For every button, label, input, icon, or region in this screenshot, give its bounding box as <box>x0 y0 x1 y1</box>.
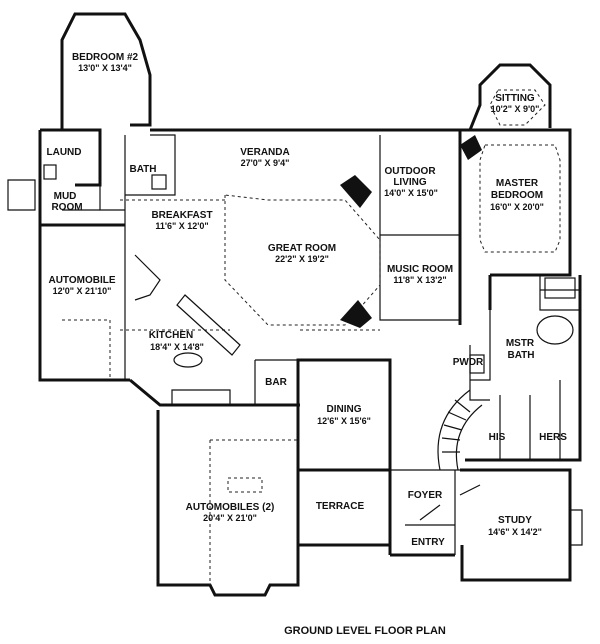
room-hers-name: HERS <box>539 432 567 443</box>
dashed-outlines <box>62 89 561 585</box>
room-master-bedroom-dim: 16'0" X 20'0" <box>490 202 544 212</box>
room-dining-dim: 12'6" X 15'6" <box>317 416 371 426</box>
room-bedroom2-dim: 13'0" X 13'4" <box>78 63 132 73</box>
room-automobiles2-dim: 20'4" X 21'0" <box>203 513 257 523</box>
room-mudroom-line2: ROOM <box>51 202 82 213</box>
fixtures <box>43 135 576 521</box>
room-outdoor-living-line2: LIVING <box>393 177 427 188</box>
room-labels: BEDROOM #2 13'0" X 13'4" SITTING 10'2" X… <box>47 52 568 548</box>
room-mudroom-line1: MUD <box>54 191 77 202</box>
plan-caption: GROUND LEVEL FLOOR PLAN <box>284 625 446 637</box>
room-sitting-name: SITTING <box>495 93 535 104</box>
room-automobile-dim: 12'0" X 21'10" <box>53 286 112 296</box>
room-his-name: HIS <box>489 432 506 443</box>
room-great-room-dim: 22'2" X 19'2" <box>275 254 329 264</box>
room-automobiles2-name: AUTOMOBILES (2) <box>186 502 275 513</box>
room-master-bedroom-line2: BEDROOM <box>491 190 543 201</box>
room-pwdr-name: PWDR <box>453 357 484 368</box>
room-study-name: STUDY <box>498 515 532 526</box>
room-great-room-name: GREAT ROOM <box>268 243 336 254</box>
room-veranda-name: VERANDA <box>240 147 289 158</box>
room-mstr-bath-line2: BATH <box>507 350 534 361</box>
room-kitchen-name: KITCHEN <box>149 330 193 341</box>
interior-walls <box>62 130 580 555</box>
room-entry-name: ENTRY <box>411 537 445 548</box>
room-terrace-name: TERRACE <box>316 501 365 512</box>
room-sitting-dim: 10'2" X 9'0" <box>491 104 540 114</box>
room-automobile-name: AUTOMOBILE <box>48 275 115 286</box>
room-mstr-bath-line1: MSTR <box>506 338 535 349</box>
room-breakfast-name: BREAKFAST <box>151 210 212 221</box>
room-laund-name: LAUND <box>47 147 82 158</box>
room-dining-name: DINING <box>327 404 362 415</box>
room-foyer-name: FOYER <box>408 490 443 501</box>
room-bedroom2-name: BEDROOM #2 <box>72 52 139 63</box>
room-kitchen-dim: 18'4" X 14'8" <box>150 342 204 352</box>
room-bar-name: BAR <box>265 377 287 388</box>
room-veranda-dim: 27'0" X 9'4" <box>241 158 290 168</box>
room-music-room-dim: 11'8" X 13'2" <box>393 275 446 285</box>
room-breakfast-dim: 11'6" X 12'0" <box>155 221 208 231</box>
room-outdoor-living-dim: 14'0" X 15'0" <box>384 188 438 198</box>
room-bath-name: BATH <box>129 164 156 175</box>
room-outdoor-living-line1: OUTDOOR <box>384 166 436 177</box>
room-music-room-name: MUSIC ROOM <box>387 264 453 275</box>
room-master-bedroom-line1: MASTER <box>496 178 539 189</box>
room-study-dim: 14'6" X 14'2" <box>488 527 542 537</box>
